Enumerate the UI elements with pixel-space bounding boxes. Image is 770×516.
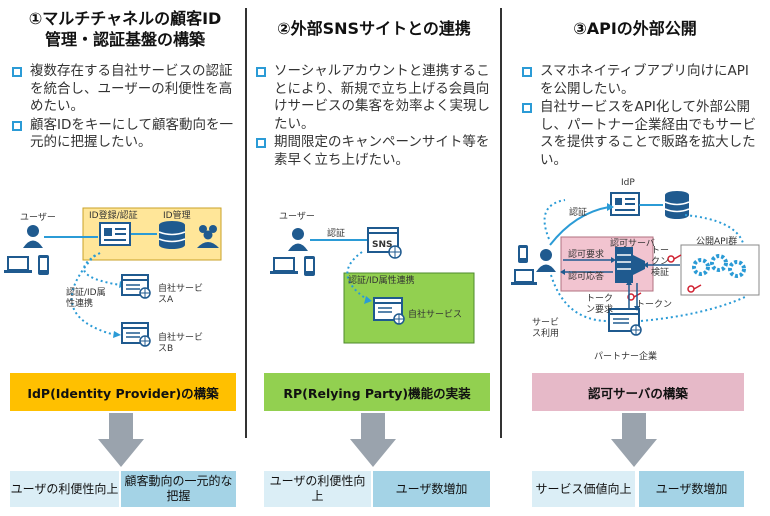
column1-result-1: ユーザの利便性向上 <box>10 471 119 507</box>
column1-title-line1: ①マルチチャネルの顧客ID <box>28 9 222 28</box>
id-management-label: ID管理 <box>163 211 191 221</box>
api-gears-icon <box>692 254 746 278</box>
form-icon <box>99 222 131 246</box>
column3-diagram <box>511 191 760 336</box>
database-icon <box>664 191 690 219</box>
column-divider-1 <box>245 8 247 438</box>
column2-title: ②外部SNSサイトとの連携 <box>277 19 471 38</box>
service-b-icon <box>121 322 151 347</box>
bullet-square-icon <box>256 67 266 77</box>
key-icon <box>687 284 702 293</box>
user-icon <box>536 249 556 272</box>
column3-result-2: ユーザ数増加 <box>639 471 744 507</box>
column3-bullet-1: スマホネイティブアプリ向けにAPIを公開したい。 <box>522 63 760 98</box>
column2-result-1: ユーザの利便性向上 <box>264 471 371 507</box>
bullet-square-icon <box>12 67 22 77</box>
column1-title-line2: 管理・認証基盤の構築 <box>44 30 205 49</box>
column1-bullet-1: 複数存在する自社サービスの認証を統合し、ユーザーの利便性を高めたい。 <box>12 63 237 116</box>
column1-result-2: 顧客動向の一元的な把握 <box>121 471 236 507</box>
service-a-icon <box>121 274 151 299</box>
column1-bullets: 複数存在する自社サービスの認証を統合し、ユーザーの利便性を高めたい。 顧客IDを… <box>12 63 237 152</box>
user-group-icon <box>197 225 219 248</box>
authorization-server-label: 認可サーバ <box>610 239 655 249</box>
auth-id-attribute-label: 認証/ID属性連携 <box>66 288 106 309</box>
key-icon <box>667 254 682 263</box>
company-service-label: 自社サービス <box>408 310 463 320</box>
partner-company-label: パートナー企業 <box>594 352 658 362</box>
token-label: トークン <box>636 300 673 310</box>
column2-down-arrow-icon <box>350 413 396 467</box>
laptop-icon <box>270 257 298 274</box>
idp-form-icon <box>610 192 640 216</box>
column1-diagram <box>4 207 222 347</box>
column2-bullets: ソーシャルアカウントと連携することにより、新規で立ち上げる会員向けサービスの集客… <box>256 63 494 169</box>
id-registration-label: ID登録/認証 <box>89 211 138 221</box>
column3-down-arrow-icon <box>611 413 657 467</box>
partner-company-icon <box>608 308 642 336</box>
service-b-label: 自社サービスB <box>158 333 204 354</box>
company-service-icon <box>373 297 405 325</box>
sns-label: SNS <box>372 240 393 250</box>
column1-title: ①マルチチャネルの顧客ID 管理・認証基盤の構築 <box>8 8 242 50</box>
user-icon <box>23 225 43 248</box>
smartphone-icon <box>38 255 49 275</box>
token-verification-label: トークン検証 <box>651 246 670 278</box>
column3-result-1: サービス価値向上 <box>532 471 635 507</box>
user-label: ユーザー <box>279 212 315 222</box>
bullet-square-icon <box>522 103 532 113</box>
column3-bullets: スマホネイティブアプリ向けにAPIを公開したい。 自社サービスをAPI化して外部… <box>522 63 760 169</box>
bullet-square-icon <box>256 138 266 148</box>
column1-bullet-2: 顧客IDをキーにして顧客動向を一元的に把握したい。 <box>12 117 237 152</box>
service-a-label: 自社サービスA <box>158 284 204 305</box>
user-label: ユーザー <box>20 213 56 223</box>
column1-banner: IdP(Identity Provider)の構築 <box>10 373 236 411</box>
laptop-icon <box>4 256 32 273</box>
auth-id-attribute-label: 認証/ID属性連携 <box>348 276 415 286</box>
authorization-server-icon <box>615 247 645 283</box>
authorization-request-label: 認可要求 <box>568 250 605 260</box>
bullet-square-icon <box>12 120 22 131</box>
laptop-icon <box>511 269 537 285</box>
column-divider-2 <box>500 8 502 438</box>
user-icon <box>288 228 308 251</box>
token-request-label: トークン要求 <box>586 294 614 315</box>
column2-result-2: ユーザ数増加 <box>373 471 490 507</box>
auth-label: 認証 <box>569 208 588 218</box>
authorization-response-label: 認可応答 <box>568 272 605 282</box>
sns-server-icon <box>367 227 402 259</box>
column3-banner: 認可サーバの構築 <box>532 373 744 411</box>
auth-label: 認証 <box>327 229 346 239</box>
column3-title: ③APIの外部公開 <box>573 19 697 38</box>
column2-banner: RP(Relying Party)機能の実装 <box>264 373 490 411</box>
column2-bullet-2: 期間限定のキャンペーンサイト等を素早く立ち上げたい。 <box>256 134 494 169</box>
service-use-label: サービス利用 <box>532 318 560 339</box>
idp-label: IdP <box>621 178 635 188</box>
database-icon <box>158 221 186 249</box>
smartphone-icon <box>518 245 528 263</box>
public-api-label: 公開API群 <box>696 237 738 247</box>
column2-diagram <box>270 227 475 344</box>
bullet-square-icon <box>522 67 532 77</box>
column2-bullet-1: ソーシャルアカウントと連携することにより、新規で立ち上げる会員向けサービスの集客… <box>256 63 494 133</box>
smartphone-icon <box>304 256 315 276</box>
column3-bullet-2: 自社サービスをAPI化して外部公開し、パートナー企業経由でもサービスを提供するこ… <box>522 99 760 169</box>
key-icon <box>627 292 642 301</box>
column1-down-arrow-icon <box>98 413 144 467</box>
